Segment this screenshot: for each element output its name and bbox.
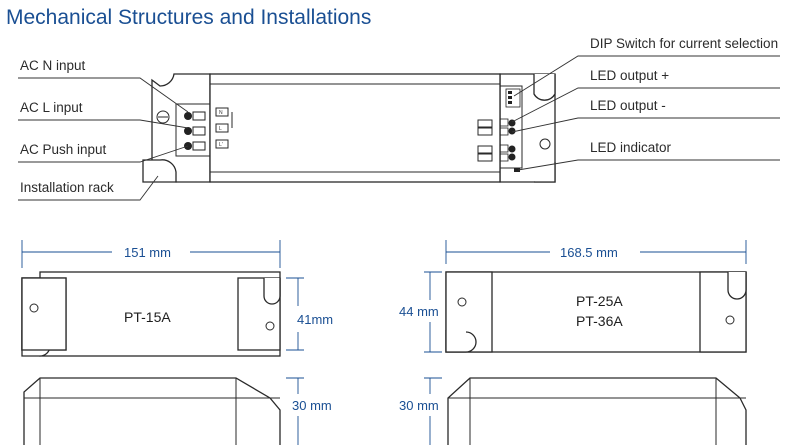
led-indicator [514,168,520,172]
label-ac-l-input: AC L input [20,100,83,115]
model-large-top-view: 168.5 mm PT-25A PT-36A 44 mm [399,240,747,353]
small-width-dimension: 41mm [297,312,333,327]
page-title: Mechanical Structures and Installations [6,6,371,29]
large-height-dimension: 30 mm [399,398,439,413]
driver-top-view: N L L' [142,73,556,183]
installation-rack [142,159,177,183]
model-large-side-view: 30 mm [399,377,747,445]
right-screw [539,138,551,150]
label-led-indicator: LED indicator [590,140,672,155]
label-ac-push-input: AC Push input [20,142,107,157]
small-length-dimension: 151 mm [124,245,171,260]
svg-text:L: L [219,126,222,132]
svg-text:N: N [219,110,223,116]
label-dip-switch: DIP Switch for current selection [590,36,778,51]
right-callouts: DIP Switch for current selection LED out… [511,36,780,171]
dip-switch [505,88,521,108]
driver-body [209,73,501,183]
model-small-top-view: 151 mm PT-15A 41mm [21,240,333,357]
model-small-side-view: 30 mm [23,377,332,445]
right-top-hook [533,74,556,101]
label-led-output-minus: LED output - [590,98,666,113]
large-model-name-2: PT-36A [576,313,623,329]
input-terminal-block [175,103,211,157]
label-ac-n-input: AC N input [20,58,86,73]
svg-text:L': L' [219,142,223,148]
small-model-name: PT-15A [124,309,171,325]
large-width-dimension: 44 mm [399,304,439,319]
left-screw [156,110,170,124]
large-model-name-1: PT-25A [576,293,623,309]
large-length-dimension: 168.5 mm [560,245,618,260]
small-height-dimension: 30 mm [292,398,332,413]
left-callouts: AC N input AC L input AC Push input Inst… [18,58,189,201]
output-terminal-block [499,85,523,169]
input-terminal-screws [184,111,206,151]
label-installation-rack: Installation rack [20,180,114,195]
label-led-output-plus: LED output + [590,68,669,83]
right-bottom-corner [534,162,556,183]
output-terminal-screws [499,118,516,162]
